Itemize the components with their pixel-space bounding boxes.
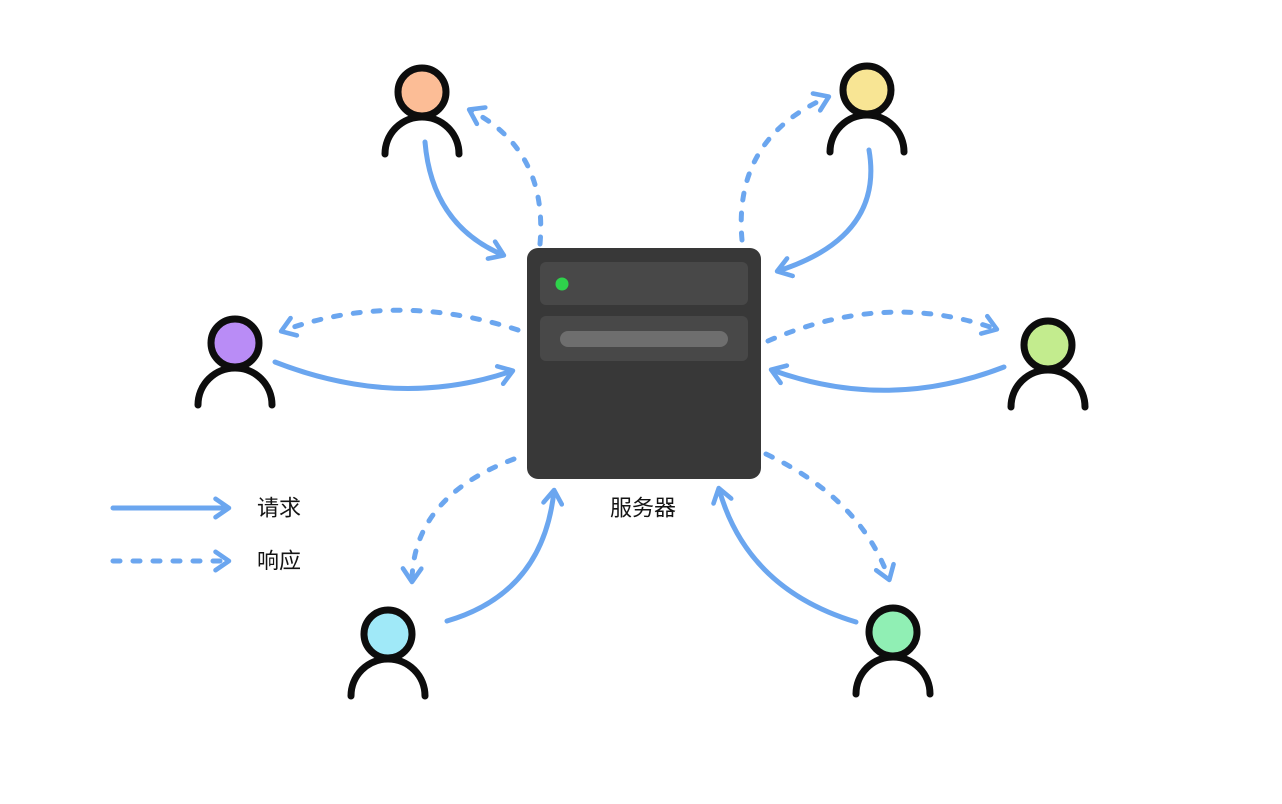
user-body xyxy=(826,111,908,156)
request-arrow-top-left xyxy=(422,139,507,261)
legend-request-label: 请求 xyxy=(257,496,301,521)
user-icon xyxy=(839,62,895,118)
server-icon: 服务器 xyxy=(527,248,761,521)
legend: 请求 响应 xyxy=(110,496,301,574)
arrows xyxy=(272,91,1007,625)
request-arrow-left xyxy=(272,359,516,391)
server-body xyxy=(527,248,761,479)
server-status-led xyxy=(555,277,569,291)
user-body xyxy=(1007,366,1089,411)
response-arrow-bottom-right xyxy=(763,451,896,583)
client-right xyxy=(1007,317,1089,411)
user-icon xyxy=(865,604,921,660)
request-arrow-top-right xyxy=(774,147,874,279)
response-arrow-top-right xyxy=(738,91,832,243)
client-top-right xyxy=(826,62,908,156)
user-body xyxy=(347,655,429,700)
legend-response-label: 响应 xyxy=(257,549,301,574)
response-arrow-left xyxy=(278,307,521,338)
user-body xyxy=(381,113,463,158)
client-left xyxy=(194,315,276,409)
response-arrow-top-left xyxy=(466,105,544,247)
user-icon xyxy=(360,606,416,662)
server-label: 服务器 xyxy=(610,496,676,521)
request-arrow-right xyxy=(768,363,1007,393)
user-body xyxy=(194,364,276,409)
user-icon xyxy=(394,64,450,120)
response-arrow-bottom-left xyxy=(400,456,517,585)
request-arrow-bottom-right xyxy=(711,485,859,625)
server-drive-bar xyxy=(560,331,728,347)
client-top-left xyxy=(381,64,463,158)
client-bottom-right xyxy=(852,604,934,698)
user-icon xyxy=(1020,317,1076,373)
server-panel-top xyxy=(540,262,748,305)
user-icon xyxy=(207,315,263,371)
request-arrow-bottom-left xyxy=(444,487,565,624)
client-bottom-left xyxy=(347,606,429,700)
user-body xyxy=(852,653,934,698)
response-arrow-right xyxy=(765,309,1000,344)
